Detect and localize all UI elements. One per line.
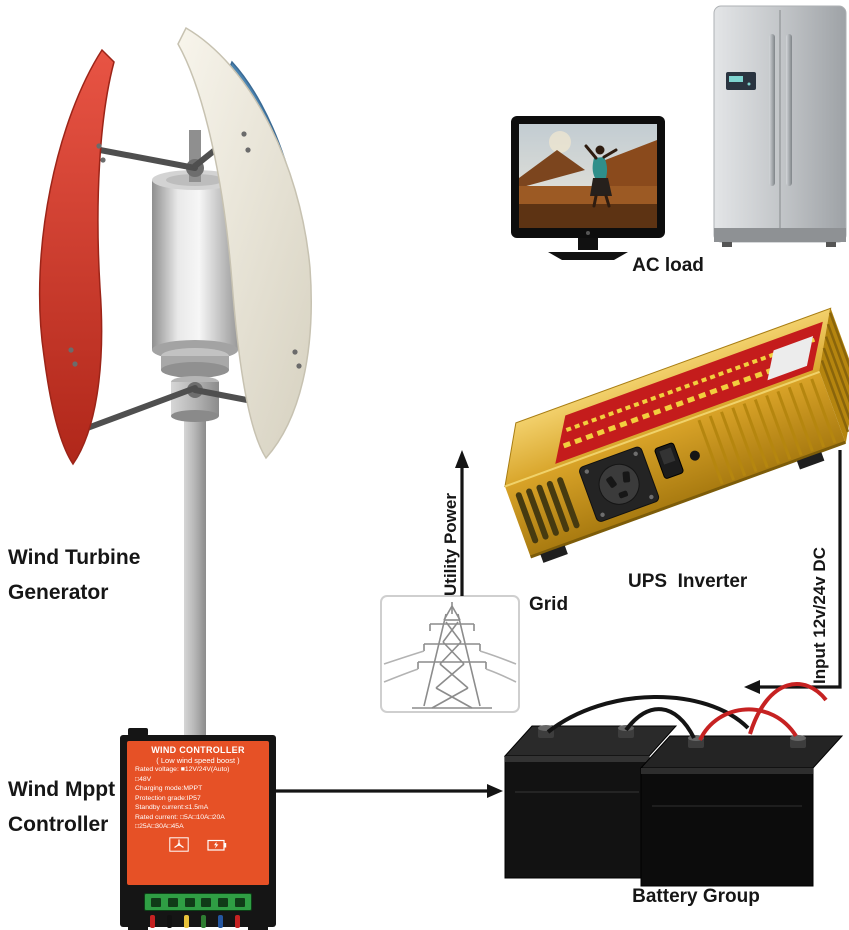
turbine-blade-red	[38, 48, 115, 466]
turbine-icon	[169, 836, 189, 852]
controller-icon-row	[127, 836, 269, 852]
inverter-foot-left	[540, 545, 568, 563]
controller-subtitle: ( Low wind speed boost )	[156, 756, 240, 765]
fridge-handle-left	[769, 34, 775, 186]
ups-inverter-device	[504, 307, 849, 563]
arrowheads	[455, 450, 760, 798]
controller-spec-line: Standby current:≤1.5mA	[135, 804, 209, 811]
label-utility-power: Utility Power	[441, 493, 460, 596]
wind-controller-device: WIND CONTROLLER ( Low wind speed boost )…	[120, 728, 276, 930]
arrow-right-to-battery	[487, 784, 503, 798]
ac-load-monitor	[511, 116, 665, 260]
arrow-left-to-battery	[744, 680, 760, 694]
controller-title: WIND CONTROLLER	[151, 745, 245, 755]
grid-box	[380, 595, 520, 713]
controller-tab-bottom-left	[128, 925, 148, 930]
wind-turbine-generator	[38, 26, 312, 747]
fridge-display	[726, 72, 756, 90]
label-wind-mppt-controller: Wind Mppt Controller	[8, 772, 115, 842]
inverter-front-fins	[697, 378, 837, 485]
turbine-flange	[161, 348, 229, 422]
controller-terminal-block	[144, 893, 252, 911]
controller-spec-line: Charging mode:MPPT	[135, 785, 203, 792]
fridge-handle-right	[786, 34, 792, 186]
monitor-person	[584, 144, 618, 208]
inverter-vents	[515, 477, 580, 544]
blade-rivets	[68, 131, 302, 369]
battery-right-terminals	[688, 735, 806, 748]
label-line: Wind Mppt	[8, 778, 116, 801]
label-wind-turbine-generator: Wind Turbine Generator	[8, 540, 140, 610]
turbine-blade-white	[177, 26, 312, 460]
red-wires	[698, 682, 828, 741]
controller-spec-line: Protection grade:IP57	[135, 794, 201, 802]
controller-tab-bottom-right	[248, 925, 268, 930]
label-line: Wind Turbine	[8, 546, 141, 569]
label-line: Generator	[8, 581, 109, 604]
label-battery-group: Battery Group	[632, 886, 760, 907]
label-ups-inverter: UPS Inverter	[628, 571, 748, 592]
inverter-led	[689, 450, 700, 461]
inverter-end-fins	[820, 312, 849, 433]
controller-tab-top	[128, 728, 148, 736]
arrow-up-utility	[455, 450, 469, 468]
label-input-dc: Input 12v/24v DC	[810, 547, 829, 684]
turbine-pole	[184, 412, 206, 747]
controller-spec-line: □48V	[135, 775, 152, 783]
controller-spec-line: Rated voltage: ■12V/24V(Auto)	[135, 766, 230, 773]
controller-spec-line: □25A□30A□45A	[135, 823, 184, 830]
monitor-screen-scene	[519, 131, 657, 228]
refrigerator	[713, 5, 847, 247]
transmission-tower-icon	[383, 602, 517, 709]
label-grid: Grid	[529, 594, 569, 615]
battery-left	[503, 725, 678, 879]
battery-right	[639, 735, 844, 887]
wire-battery-jumper	[624, 707, 696, 739]
inverter-white-label	[767, 335, 814, 381]
inverter-foot-right	[796, 452, 825, 470]
inverter-ac-outlet	[579, 446, 660, 522]
battery-icon	[207, 839, 227, 851]
controller-spec-line: Rated current: □5A□10A□20A	[135, 813, 225, 821]
battery-group-devices	[503, 725, 844, 887]
inverter-red-sticker	[555, 321, 823, 464]
controller-front-panel: WIND CONTROLLER ( Low wind speed boost )…	[127, 741, 269, 885]
label-line: Controller	[8, 813, 109, 836]
controller-wire-stubs	[150, 915, 240, 928]
label-ac-load: AC load	[632, 255, 704, 276]
